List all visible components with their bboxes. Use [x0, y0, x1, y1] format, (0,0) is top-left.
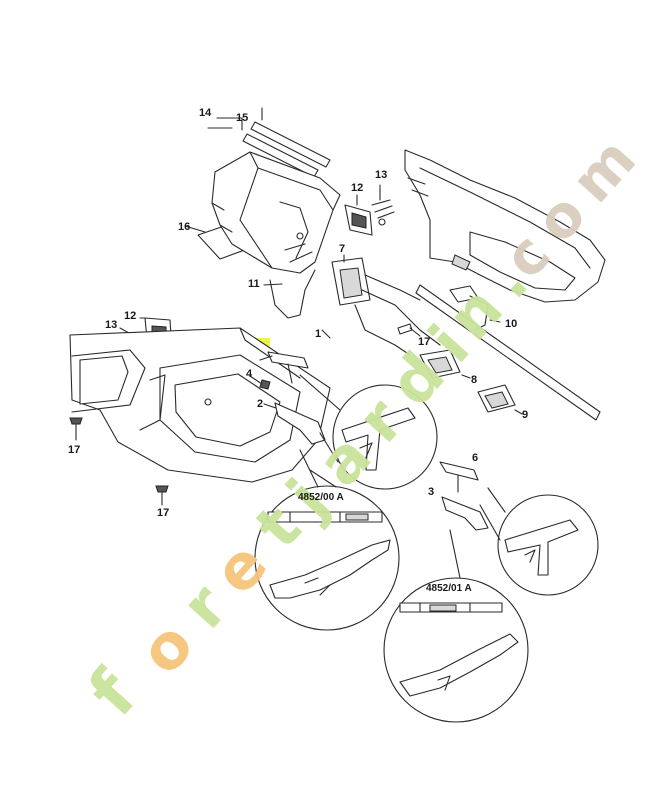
callout-3: 3	[428, 486, 434, 498]
callout-8: 8	[471, 374, 477, 386]
callout-12-lower: 12	[124, 310, 136, 322]
part-10-clip	[449, 285, 501, 331]
housing-shell-top	[211, 151, 341, 274]
part-2-trigger	[263, 402, 326, 445]
part-1-tube	[321, 284, 601, 421]
detail-ref-4852-01a: 4852/01 A	[426, 583, 472, 594]
main-housing	[69, 327, 331, 483]
detail-circle-1	[299, 374, 438, 490]
part-3-trigger	[441, 496, 489, 531]
callout-4: 4	[246, 368, 253, 380]
callout-10: 10	[505, 318, 517, 330]
callout-11: 11	[248, 278, 260, 290]
callout-16: 16	[178, 221, 190, 233]
detail-ref-4852-00a: 4852/00 A	[298, 492, 344, 503]
callout-14: 14	[199, 107, 212, 119]
handle-frame-right	[404, 149, 606, 303]
part-11-wire	[263, 269, 316, 319]
part-7-switch	[331, 254, 441, 356]
part-13-upper	[371, 184, 395, 226]
callout-6: 6	[472, 452, 478, 464]
callout-2: 2	[257, 398, 263, 410]
callout-13-upper: 13	[375, 169, 387, 181]
callout-9: 9	[522, 409, 528, 421]
part-6-button	[439, 461, 479, 493]
part-8-brush	[419, 349, 471, 379]
callout-15: 15	[236, 112, 248, 124]
callout-17-left: 17	[68, 444, 80, 456]
part-5-button	[259, 351, 309, 384]
detail-circle-4	[383, 529, 529, 723]
callout-17-bottom: 17	[157, 507, 169, 519]
detail-circle-2	[479, 487, 599, 596]
callout-12-upper: 12	[351, 182, 363, 194]
callout-13-lower: 13	[105, 319, 117, 331]
part-17-screw-left	[69, 417, 83, 441]
part-4-pin	[249, 375, 271, 390]
svg-text:f: f	[74, 655, 153, 731]
part-17-screw-upper	[397, 323, 421, 337]
part-12-upper	[344, 194, 373, 236]
part-9-brush	[477, 384, 523, 415]
callout-labels: 14 15 16 12 13 7 11 10 12 13 1 17 8 4 9 …	[68, 107, 528, 594]
part-17-screw-bottom	[155, 485, 169, 506]
callout-1: 1	[315, 328, 321, 340]
callout-17-upper: 17	[418, 336, 430, 348]
callout-7: 7	[339, 243, 345, 255]
detail-circle-3	[254, 449, 400, 631]
